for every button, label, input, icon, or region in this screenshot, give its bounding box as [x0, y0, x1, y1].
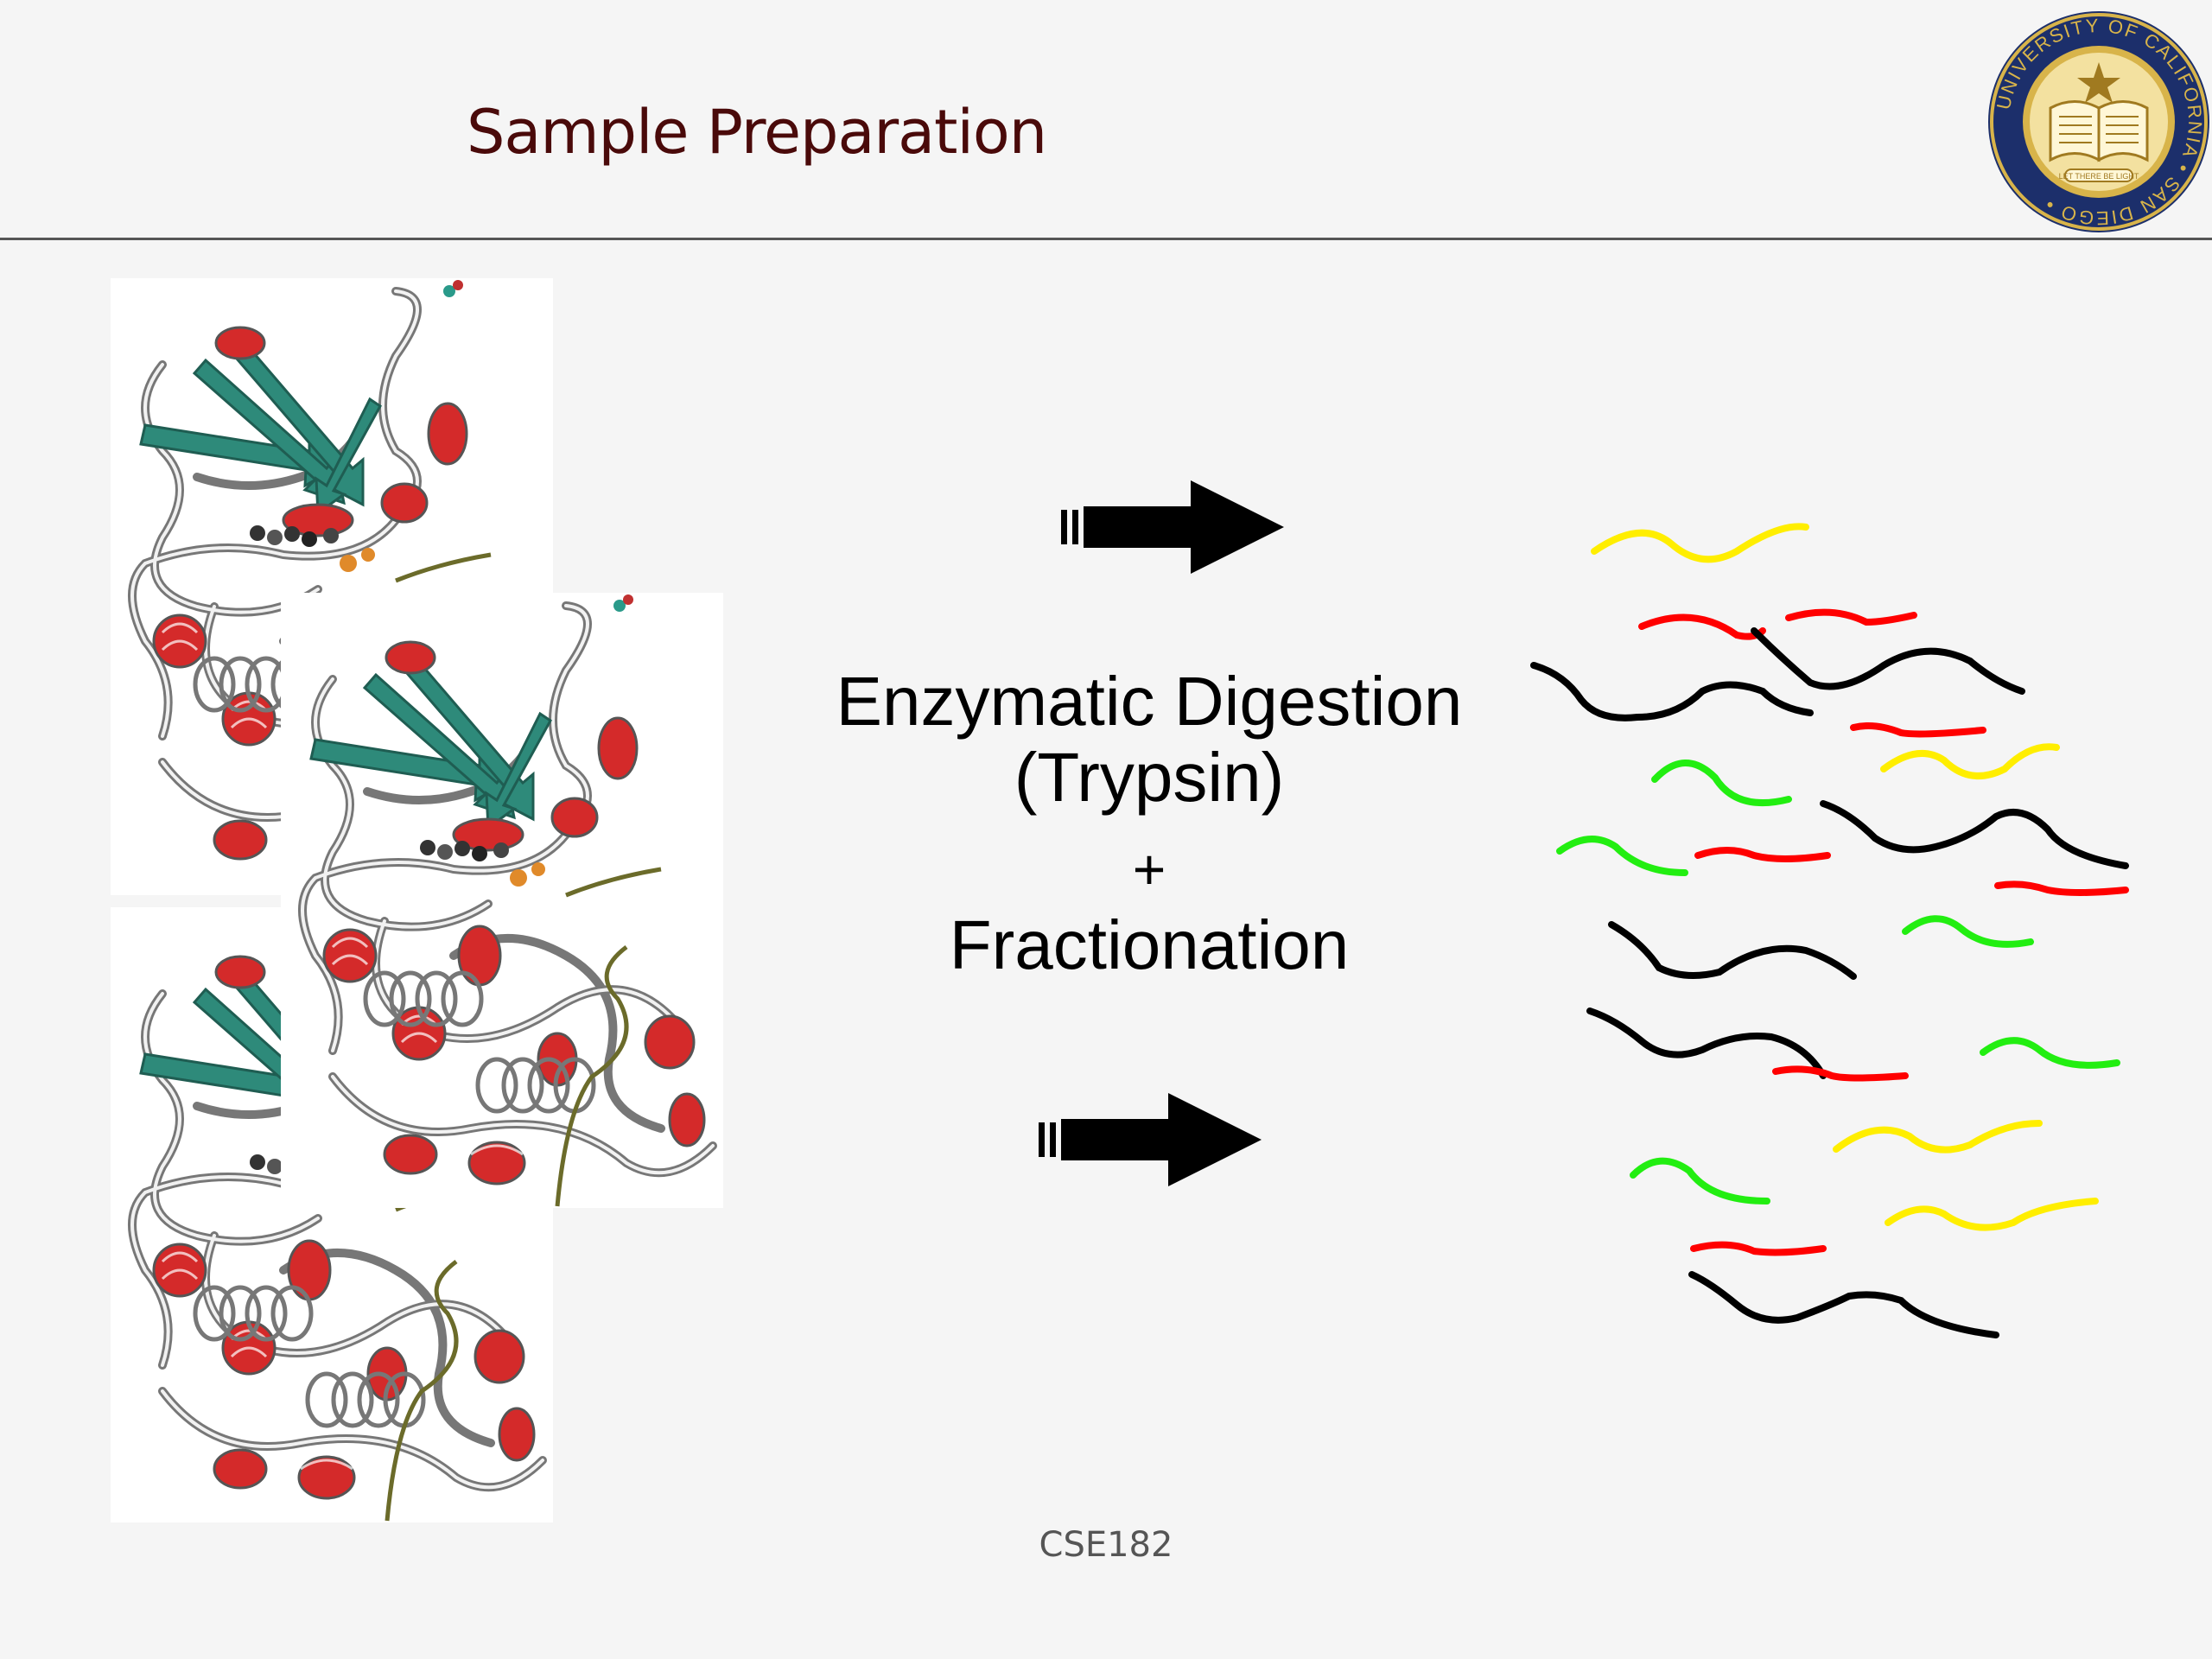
peptide-black — [1688, 1271, 1999, 1338]
peptide-red — [1772, 1065, 1909, 1082]
seal-motto: LET THERE BE LIGHT — [2059, 172, 2139, 181]
process-step-enzyme: (Trypsin) — [1014, 739, 1285, 816]
process-arrow-icon — [1039, 1093, 1263, 1191]
process-label: Enzymatic Digestion (Trypsin) + Fraction… — [760, 664, 1538, 983]
peptide-green — [1651, 760, 1792, 807]
peptide-black — [1608, 921, 1857, 980]
peptide-yellow — [1885, 1198, 2099, 1231]
peptide-black — [1820, 800, 2129, 869]
process-step-digestion: Enzymatic Digestion — [836, 663, 1463, 740]
peptide-red — [1690, 1241, 1827, 1256]
peptide-black — [1586, 1007, 1827, 1079]
slide-title: Sample Preparation — [467, 97, 1047, 168]
peptide-red — [1694, 847, 1831, 862]
peptide-black — [1751, 627, 2025, 695]
peptide-red — [1850, 722, 1986, 738]
protein-structure-3 — [281, 593, 723, 1208]
peptide-fragments — [1521, 510, 2143, 1352]
peptide-yellow — [1880, 743, 2060, 779]
peptide-red — [1638, 613, 1766, 640]
peptide-green — [1630, 1157, 1770, 1205]
peptide-yellow — [1591, 523, 1809, 563]
title-divider — [0, 238, 2212, 240]
slide-footer: CSE182 — [1039, 1525, 1173, 1565]
process-step-fractionation: Fractionation — [949, 906, 1350, 983]
peptide-black — [1530, 662, 1814, 721]
process-plus: + — [1132, 837, 1166, 901]
peptide-green — [1556, 836, 1688, 876]
peptide-red — [1994, 880, 2129, 896]
peptide-green — [1980, 1037, 2120, 1069]
peptide-green — [1902, 915, 2034, 948]
peptide-yellow — [1833, 1120, 2043, 1154]
process-arrow-icon — [1061, 480, 1286, 578]
ucsd-seal-logo: UNIVERSITY OF CALIFORNIA • SAN DIEGO • L… — [1986, 9, 2212, 235]
peptide-red — [1785, 608, 1917, 626]
